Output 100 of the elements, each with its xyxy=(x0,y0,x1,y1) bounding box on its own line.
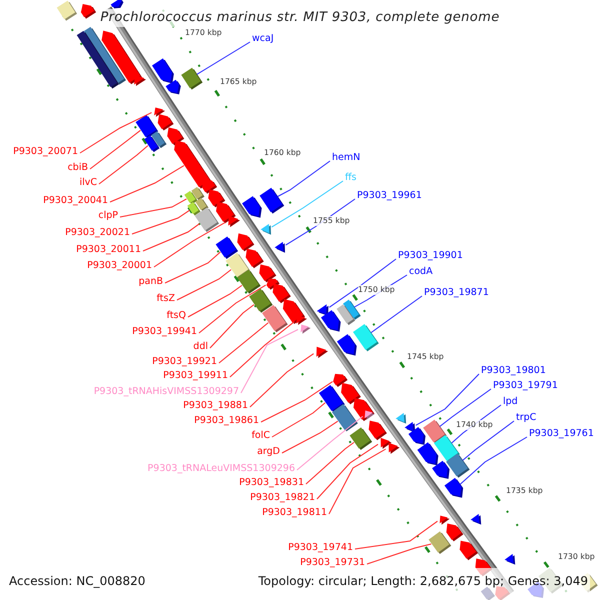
gene-triangle xyxy=(228,216,240,228)
gene-pentagon xyxy=(460,540,478,560)
leader-line xyxy=(218,322,269,364)
leader-line xyxy=(306,442,354,484)
gene-label: P9303_19921 xyxy=(152,356,217,368)
gene-label: trpC xyxy=(516,412,536,424)
gene-label: P9303_20001 xyxy=(87,260,152,272)
gene-label: P9303_19961 xyxy=(357,190,422,202)
gene-triangle xyxy=(260,224,272,235)
gene-triangle xyxy=(316,304,328,316)
leader-line xyxy=(90,130,141,170)
gene-block xyxy=(446,454,470,478)
gene-pentagon xyxy=(446,524,464,542)
leader-line xyxy=(210,304,254,348)
gene-block xyxy=(428,531,452,554)
leader-line xyxy=(120,198,187,218)
gene-pentagon xyxy=(336,334,357,356)
gene-label: P9303_19741 xyxy=(288,542,353,554)
leader-line xyxy=(154,222,226,268)
leader-line xyxy=(98,145,148,184)
gene-label: argD xyxy=(257,446,280,458)
gene-triangle xyxy=(296,316,308,325)
leader-line xyxy=(188,284,242,318)
gene-block xyxy=(187,202,200,216)
gene-label: ddl xyxy=(193,341,208,353)
gene-pentagon xyxy=(152,58,174,84)
leader-line xyxy=(277,160,330,197)
leader-line xyxy=(354,520,438,550)
leader-line xyxy=(439,388,492,427)
gene-pentagon xyxy=(368,420,387,440)
leader-line xyxy=(460,436,528,485)
leader-line xyxy=(462,420,514,461)
gene-label: panB xyxy=(138,276,163,288)
gene-pentagon xyxy=(80,4,96,19)
leader-line xyxy=(366,544,432,564)
gene-label: P9303_19881 xyxy=(183,400,248,412)
leader-line xyxy=(196,42,250,75)
leader-line xyxy=(230,321,295,378)
gene-label: P9303_19821 xyxy=(250,492,315,504)
gene-pentagon xyxy=(110,0,124,8)
gene-label: P9303_19801 xyxy=(481,365,546,377)
gene-label: ffs xyxy=(345,172,356,184)
leader-line xyxy=(296,416,364,470)
leader-line xyxy=(110,165,184,202)
gene-pentagon xyxy=(444,478,464,498)
gene-label: P9303_19791 xyxy=(493,380,558,392)
gene-label: P9303_19911 xyxy=(163,370,228,382)
accession-text: Accession: NC_008820 xyxy=(9,573,146,589)
gene-pentagon xyxy=(242,196,262,218)
gene-pentagon xyxy=(272,284,291,304)
gene-triangle xyxy=(316,346,328,358)
gene-label: P9303_20041 xyxy=(43,195,108,207)
leader-line xyxy=(260,381,334,422)
leader-line xyxy=(250,353,314,408)
gene-label: P9303_tRNALeuVIMSS1309296 xyxy=(148,463,295,475)
gene-pentagon xyxy=(158,114,174,131)
gene-block xyxy=(352,324,379,352)
gene-label: P9303_19941 xyxy=(132,326,197,338)
gene-triangle xyxy=(300,324,311,334)
gene-triangle xyxy=(274,242,286,253)
gene-pentagon xyxy=(320,310,341,332)
gene-block xyxy=(76,30,120,89)
leader-line xyxy=(164,252,221,284)
gene-triangle xyxy=(396,412,406,424)
leader-line xyxy=(132,210,190,234)
gene-triangle xyxy=(364,410,375,420)
gene-block xyxy=(216,236,238,259)
gene-label: P9303_19901 xyxy=(398,250,463,262)
gene-label: P9303_19811 xyxy=(262,507,327,519)
gene-label: ftsZ xyxy=(156,293,175,305)
gene-label: P9303_19731 xyxy=(300,557,365,569)
gene-block xyxy=(56,0,78,21)
gene-block xyxy=(332,404,358,432)
leader-line xyxy=(176,269,232,300)
leader-line xyxy=(142,223,200,252)
leader-line xyxy=(271,180,344,228)
gene-triangle xyxy=(470,514,482,525)
gene-pentagon xyxy=(237,233,254,252)
gene-pentagon xyxy=(417,442,438,466)
leader-line xyxy=(316,444,378,500)
gene-label: cbiB xyxy=(68,162,88,174)
gene-block xyxy=(350,427,372,450)
leader-line xyxy=(272,402,326,438)
gene-triangle xyxy=(440,516,450,525)
leader-line xyxy=(328,448,386,514)
gene-label: hemN xyxy=(332,152,360,164)
gene-triangle xyxy=(134,74,146,86)
gene-label: P9303_20011 xyxy=(76,244,141,256)
gene-block xyxy=(262,304,288,332)
gene-block xyxy=(249,288,273,313)
gene-label: P9303_19831 xyxy=(239,477,304,489)
gene-block xyxy=(260,188,284,214)
leader-line xyxy=(328,258,396,308)
gene-label: folC xyxy=(252,430,270,442)
gene-label: lpd xyxy=(503,396,518,408)
gene-label: codA xyxy=(409,266,433,278)
gene-label: clpP xyxy=(98,210,118,222)
leader-line xyxy=(370,296,422,334)
leader-line xyxy=(80,112,152,154)
gene-label: ilvC xyxy=(79,177,97,189)
